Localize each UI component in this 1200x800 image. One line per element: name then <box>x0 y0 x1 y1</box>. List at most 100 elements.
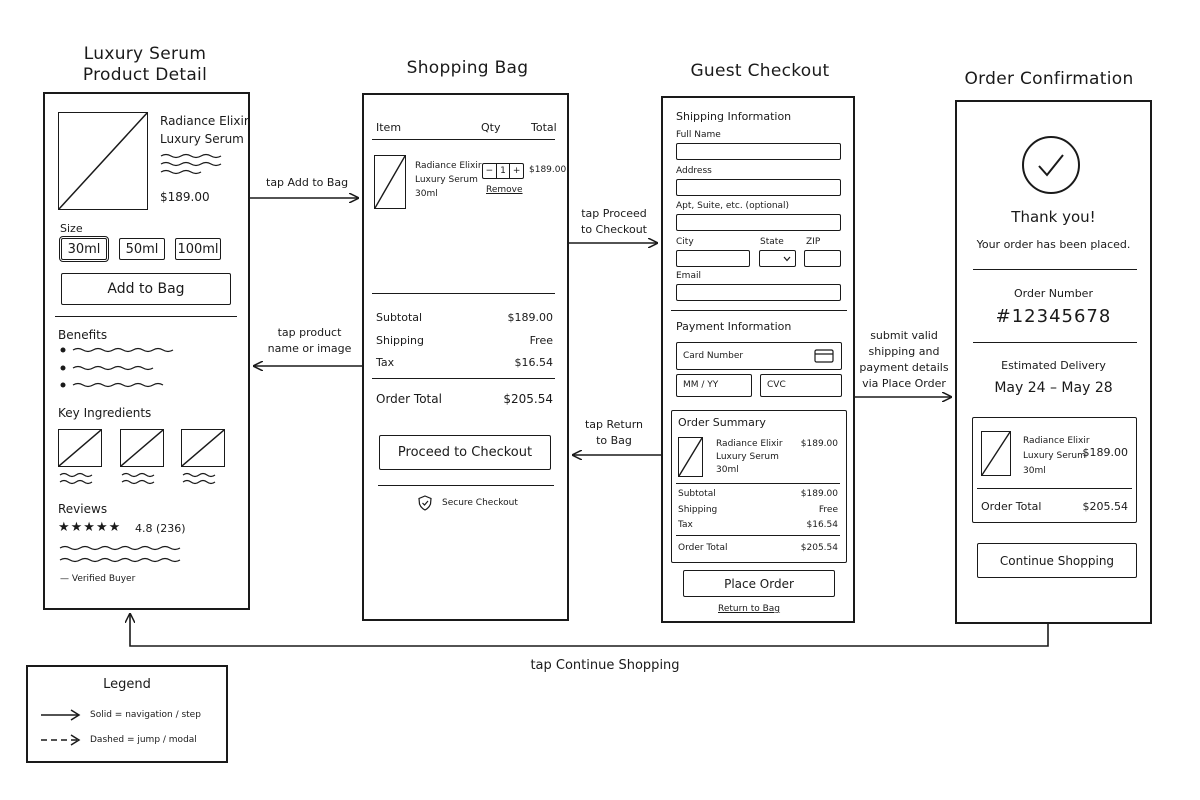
size-option-100ml[interactable]: 100ml <box>175 238 221 260</box>
city-label: City <box>676 237 694 247</box>
qty-value: 1 <box>497 164 511 178</box>
qty-plus-button[interactable]: + <box>512 166 521 176</box>
rating-stars-icon: ★★★★★ <box>58 520 122 535</box>
tax-value: $16.54 <box>514 356 554 369</box>
city-field[interactable] <box>676 250 750 267</box>
place-order-button[interactable]: Place Order <box>683 570 835 597</box>
ingredient-image <box>58 429 102 467</box>
transition-label-place-order: submit valid shipping and payment detail… <box>859 329 949 390</box>
summary-order-total-label: Order Total <box>678 543 728 553</box>
legend-box: Legend Solid = navigation / step Dashed … <box>26 665 228 763</box>
size-option-30ml[interactable]: 30ml <box>59 236 109 262</box>
secure-checkout-text: Secure Checkout <box>442 498 518 508</box>
summary-tax-label: Tax <box>678 520 693 530</box>
divider <box>372 378 555 379</box>
transition-label-back-to-product: tap product name or image <box>267 326 352 355</box>
quantity-stepper[interactable]: − 1 + <box>482 163 524 179</box>
zip-label: ZIP <box>806 237 821 247</box>
ingredients-label: Key Ingredients <box>58 406 152 420</box>
product-detail-screen: Radiance Elixir Luxury Serum $189.00 Siz… <box>43 92 250 610</box>
bag-screen-title: Shopping Bag <box>406 58 529 78</box>
divider <box>676 483 840 484</box>
divider <box>977 488 1132 489</box>
zip-field[interactable] <box>804 250 841 267</box>
proceed-to-checkout-button[interactable]: Proceed to Checkout <box>379 435 551 470</box>
address-label: Address <box>676 166 712 176</box>
size-option-50ml[interactable]: 50ml <box>119 238 165 260</box>
ingredient-captions <box>59 472 216 485</box>
divider <box>973 342 1137 343</box>
summary-subtotal-value: $189.00 <box>800 489 838 499</box>
transition-label-add-to-bag: tap Add to Bag <box>266 176 349 189</box>
product-name[interactable]: Radiance Elixir Luxury Serum <box>160 114 249 146</box>
size-label: Size <box>60 222 83 235</box>
order-summary-heading: Order Summary <box>678 416 766 429</box>
confirmation-screen-title: Order Confirmation <box>964 69 1134 89</box>
apt-field[interactable] <box>676 214 841 231</box>
reviews-label: Reviews <box>58 502 108 516</box>
summary-shipping-value: Free <box>818 505 838 515</box>
address-field[interactable] <box>676 179 841 196</box>
add-to-bag-button[interactable]: Add to Bag <box>61 273 231 305</box>
shipping-label: Shipping <box>376 334 424 347</box>
divider <box>372 139 555 140</box>
checkout-screen-title: Guest Checkout <box>690 61 830 81</box>
state-label: State <box>760 237 784 247</box>
card-number-field[interactable]: Card Number <box>676 342 842 370</box>
continue-shopping-button[interactable]: Continue Shopping <box>977 543 1137 578</box>
benefits-label: Benefits <box>58 328 108 342</box>
estimated-delivery-label: Estimated Delivery <box>1001 359 1106 372</box>
subtotal-value: $189.00 <box>507 311 554 324</box>
tax-label: Tax <box>376 356 395 369</box>
apt-label: Apt, Suite, etc. (optional) <box>676 201 790 211</box>
state-select[interactable] <box>759 250 796 267</box>
review-author: — Verified Buyer <box>60 574 136 584</box>
ingredient-image <box>120 429 164 467</box>
shield-icon <box>418 495 432 511</box>
column-item: Item <box>376 121 402 134</box>
expiry-field[interactable]: MM / YY <box>676 374 752 397</box>
subtotal-label: Subtotal <box>376 311 423 324</box>
thank-you-heading: Thank you! <box>1011 208 1096 226</box>
column-total: Total <box>531 121 557 134</box>
confirmation-item-image <box>981 431 1011 476</box>
transition-label-return: tap Return to Bag <box>584 418 644 447</box>
return-to-bag-link[interactable]: Return to Bag <box>718 604 781 614</box>
legend-dashed-text: Dashed = jump / modal <box>90 735 197 745</box>
confirmation-item-name: Radiance Elixir Luxury Serum 30ml <box>1023 436 1090 476</box>
summary-tax-value: $16.54 <box>806 520 839 530</box>
full-name-label: Full Name <box>676 130 721 140</box>
checkmark-circle-icon <box>1022 136 1080 194</box>
legend-solid-text: Solid = navigation / step <box>90 710 201 720</box>
order-confirmation-screen: Thank you! Your order has been placed. O… <box>955 100 1152 624</box>
full-name-field[interactable] <box>676 143 841 160</box>
transition-label-continue: tap Continue Shopping <box>530 658 680 673</box>
bag-item-name[interactable]: Radiance Elixir Luxury Serum 30ml <box>415 161 482 199</box>
bag-item-image[interactable] <box>374 155 406 209</box>
shopping-bag-screen: Item Qty Total Radiance Elixir Luxury Se… <box>362 93 569 621</box>
email-field[interactable] <box>676 284 841 301</box>
divider <box>55 316 237 317</box>
remove-link[interactable]: Remove <box>486 185 523 195</box>
guest-checkout-screen: Shipping Information Full Name Address A… <box>661 96 855 623</box>
order-summary-box: Order Summary Radiance Elixir Luxury Ser… <box>671 410 847 563</box>
summary-item-price: $189.00 <box>800 439 838 449</box>
review-text <box>59 545 181 563</box>
order-number: #12345678 <box>995 306 1112 327</box>
product-screen-title: Luxury Serum Product Detail <box>82 44 208 85</box>
product-price: $189.00 <box>160 190 210 204</box>
summary-item-name: Radiance Elixir Luxury Serum 30ml <box>716 439 783 475</box>
arrow-continue-shopping <box>130 614 1049 647</box>
description-placeholder <box>160 153 222 175</box>
order-total-label: Order Total <box>376 392 442 406</box>
confirmation-summary-box: Radiance Elixir Luxury Serum 30ml $189.0… <box>972 417 1137 523</box>
product-image[interactable] <box>58 112 148 210</box>
shipping-info-heading: Shipping Information <box>676 110 792 123</box>
cvc-field[interactable]: CVC <box>760 374 842 397</box>
dashed-arrow-icon <box>41 734 81 746</box>
qty-minus-button[interactable]: − <box>483 164 497 178</box>
divider <box>676 535 840 536</box>
divider <box>973 269 1137 270</box>
payment-info-heading: Payment Information <box>676 320 792 333</box>
benefits-list <box>60 347 174 388</box>
